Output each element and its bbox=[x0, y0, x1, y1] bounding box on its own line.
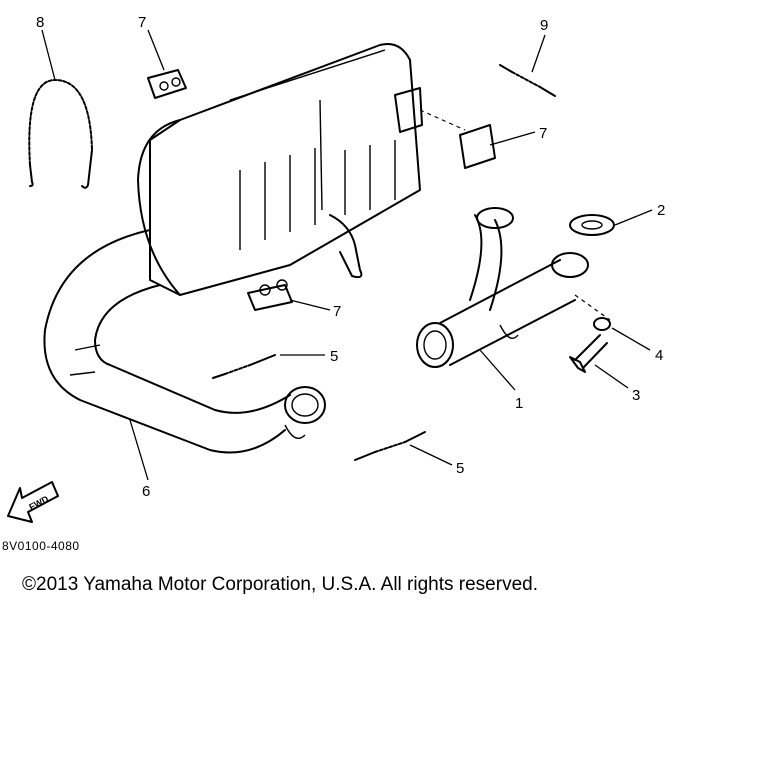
callout-7c: 7 bbox=[333, 303, 341, 320]
leader-9 bbox=[531, 34, 546, 73]
callout-7a: 7 bbox=[138, 14, 146, 31]
muffler bbox=[137, 43, 423, 296]
leader-1 bbox=[479, 349, 516, 391]
callout-1: 1 bbox=[515, 395, 523, 412]
leader-7b bbox=[489, 131, 536, 146]
leader-3 bbox=[594, 364, 629, 389]
bracket-axis bbox=[419, 109, 466, 131]
leader-2 bbox=[614, 209, 653, 226]
spring-nine bbox=[499, 64, 556, 97]
assembly-axis bbox=[574, 294, 611, 321]
head-pipe bbox=[43, 229, 326, 454]
gasket bbox=[569, 214, 615, 236]
leader-6 bbox=[129, 419, 149, 481]
callout-5b: 5 bbox=[456, 460, 464, 477]
gasket-hole bbox=[581, 220, 603, 230]
leader-7c bbox=[289, 299, 331, 311]
spring-five-upper bbox=[212, 354, 276, 379]
damper-pad-upper-left bbox=[147, 69, 187, 99]
spring-large bbox=[28, 79, 93, 189]
callout-7b: 7 bbox=[539, 125, 547, 142]
leader-4 bbox=[611, 327, 651, 351]
callout-2: 2 bbox=[657, 202, 665, 219]
washer bbox=[593, 317, 611, 331]
leader-7a bbox=[147, 29, 165, 71]
exhaust-pipe bbox=[416, 207, 589, 368]
callout-5a: 5 bbox=[330, 348, 338, 365]
damper-pad-lower bbox=[247, 279, 293, 311]
forward-arrow-icon: FWD bbox=[7, 481, 59, 523]
callout-6: 6 bbox=[142, 483, 150, 500]
copyright-notice: ©2013 Yamaha Motor Corporation, U.S.A. A… bbox=[22, 574, 538, 595]
exhaust-parts-diagram: 1 2 3 4 5 5 6 7 7 7 8 9 FWD bbox=[7, 14, 665, 523]
callout-8: 8 bbox=[36, 14, 44, 31]
callout-9: 9 bbox=[540, 17, 548, 34]
fwd-label: FWD bbox=[27, 494, 50, 513]
leader-8 bbox=[41, 29, 56, 81]
leader-5b bbox=[409, 444, 453, 466]
callout-3: 3 bbox=[632, 387, 640, 404]
damper-pad-right bbox=[459, 124, 496, 169]
bolt bbox=[569, 334, 608, 373]
drawing-code: 8V0100-4080 bbox=[2, 539, 80, 553]
callout-4: 4 bbox=[655, 347, 663, 364]
spring-five-lower bbox=[354, 431, 426, 461]
